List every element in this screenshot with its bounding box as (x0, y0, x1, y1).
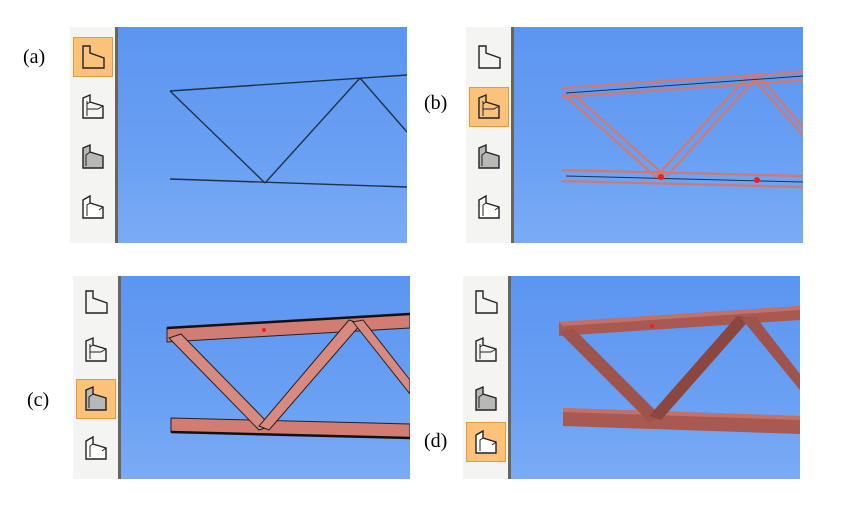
solid-icon (475, 429, 497, 454)
panel-label-b: (b) (424, 92, 448, 114)
node-marker (754, 177, 760, 183)
diagonal (264, 77, 361, 184)
diagonal-edge (751, 76, 803, 136)
tool-shaded[interactable] (466, 379, 506, 419)
diagonal (258, 319, 362, 431)
tool-outline[interactable] (76, 330, 116, 370)
truss-shaded (166, 312, 410, 440)
viewport-c[interactable] (121, 276, 410, 479)
outline-icon (475, 336, 497, 362)
diagonal (649, 316, 751, 420)
panel-a (70, 27, 407, 243)
top-chord-edge (561, 78, 803, 99)
tool-outline[interactable] (466, 330, 506, 370)
wireframe-icon (475, 290, 498, 314)
shaded-icon (85, 385, 107, 411)
diagonal (359, 77, 407, 133)
chord-shadow (166, 312, 410, 330)
diagonal-edge (759, 76, 803, 128)
bottom-chord (169, 178, 407, 188)
tool-shaded[interactable] (76, 379, 116, 419)
tool-solid[interactable] (76, 428, 116, 468)
panel-label-d: (d) (424, 430, 448, 452)
diagonal-edge (569, 90, 665, 176)
shaded-icon (82, 143, 104, 169)
chord-shadow (170, 430, 410, 440)
tool-outline[interactable] (73, 87, 113, 127)
display-mode-toolbar (73, 276, 121, 479)
outline-icon (85, 336, 107, 362)
display-mode-toolbar (466, 27, 514, 243)
node-marker (262, 328, 266, 332)
diagonal-edge (665, 75, 759, 178)
wireframe-icon (82, 45, 105, 69)
shaded-icon (478, 143, 500, 169)
diagonal (168, 333, 272, 431)
truss-wireframe (169, 74, 407, 188)
diagonal (741, 316, 800, 390)
bottom-chord-edge (561, 168, 803, 178)
tool-wireframe[interactable] (466, 282, 506, 322)
top-chord-edge (561, 70, 803, 90)
tool-wireframe[interactable] (73, 37, 113, 77)
node-marker (650, 324, 654, 328)
viewport-b[interactable] (514, 27, 803, 243)
truss-solid (559, 306, 800, 434)
bottom-chord-face (563, 408, 800, 420)
outline-icon (82, 93, 104, 119)
top-chord-face (559, 306, 800, 326)
wireframe-icon (478, 45, 501, 69)
panel-d (463, 276, 800, 479)
top-chord (169, 74, 407, 92)
diagonal (559, 328, 661, 422)
tool-shaded[interactable] (469, 137, 509, 177)
display-mode-toolbar (463, 276, 511, 479)
top-chord-centerline (565, 75, 803, 94)
shaded-icon (475, 385, 497, 411)
tool-solid[interactable] (469, 187, 509, 227)
tool-solid[interactable] (466, 422, 506, 462)
diagonal-edge (655, 75, 749, 178)
bottom-chord-centerline (565, 175, 803, 183)
tool-solid[interactable] (73, 187, 113, 227)
truss-outline (561, 70, 803, 189)
panel-label-c: (c) (27, 389, 50, 411)
solid-icon (82, 194, 104, 219)
panel-b (466, 27, 803, 243)
tool-shaded[interactable] (73, 137, 113, 177)
outline-icon (478, 93, 500, 119)
tool-outline[interactable] (469, 87, 509, 127)
diagonal-edge (561, 92, 657, 178)
viewport-a[interactable] (118, 27, 407, 243)
display-mode-toolbar (70, 27, 118, 243)
bottom-chord-edge (561, 179, 803, 189)
wireframe-icon (85, 290, 108, 314)
viewport-d[interactable] (511, 276, 800, 479)
solid-icon (478, 194, 500, 219)
node-marker (658, 174, 664, 180)
tool-wireframe[interactable] (469, 37, 509, 77)
panel-label-a: (a) (23, 46, 46, 68)
panel-c (73, 276, 410, 479)
tool-wireframe[interactable] (76, 282, 116, 322)
diagonal (169, 90, 266, 184)
diagonal (352, 319, 410, 395)
solid-icon (85, 435, 107, 460)
